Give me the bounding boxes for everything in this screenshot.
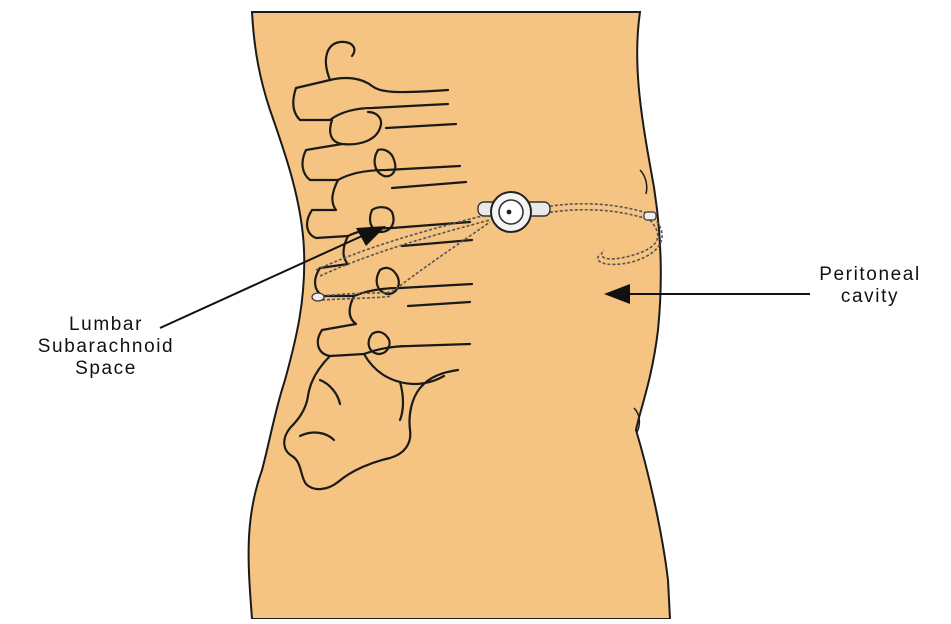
catheter-tip [644, 212, 656, 220]
label-line: Lumbar [6, 314, 206, 336]
label-line: Space [6, 358, 206, 380]
lumbar-subarachnoid-space-label: Lumbar Subarachnoid Space [6, 314, 206, 380]
peritoneal-cavity-label: Peritoneal cavity [790, 264, 950, 308]
catheter-tip [312, 293, 324, 301]
label-line: cavity [790, 286, 950, 308]
label-line: Subarachnoid [6, 336, 206, 358]
torso-body [249, 12, 670, 619]
label-line: Peritoneal [790, 264, 950, 286]
